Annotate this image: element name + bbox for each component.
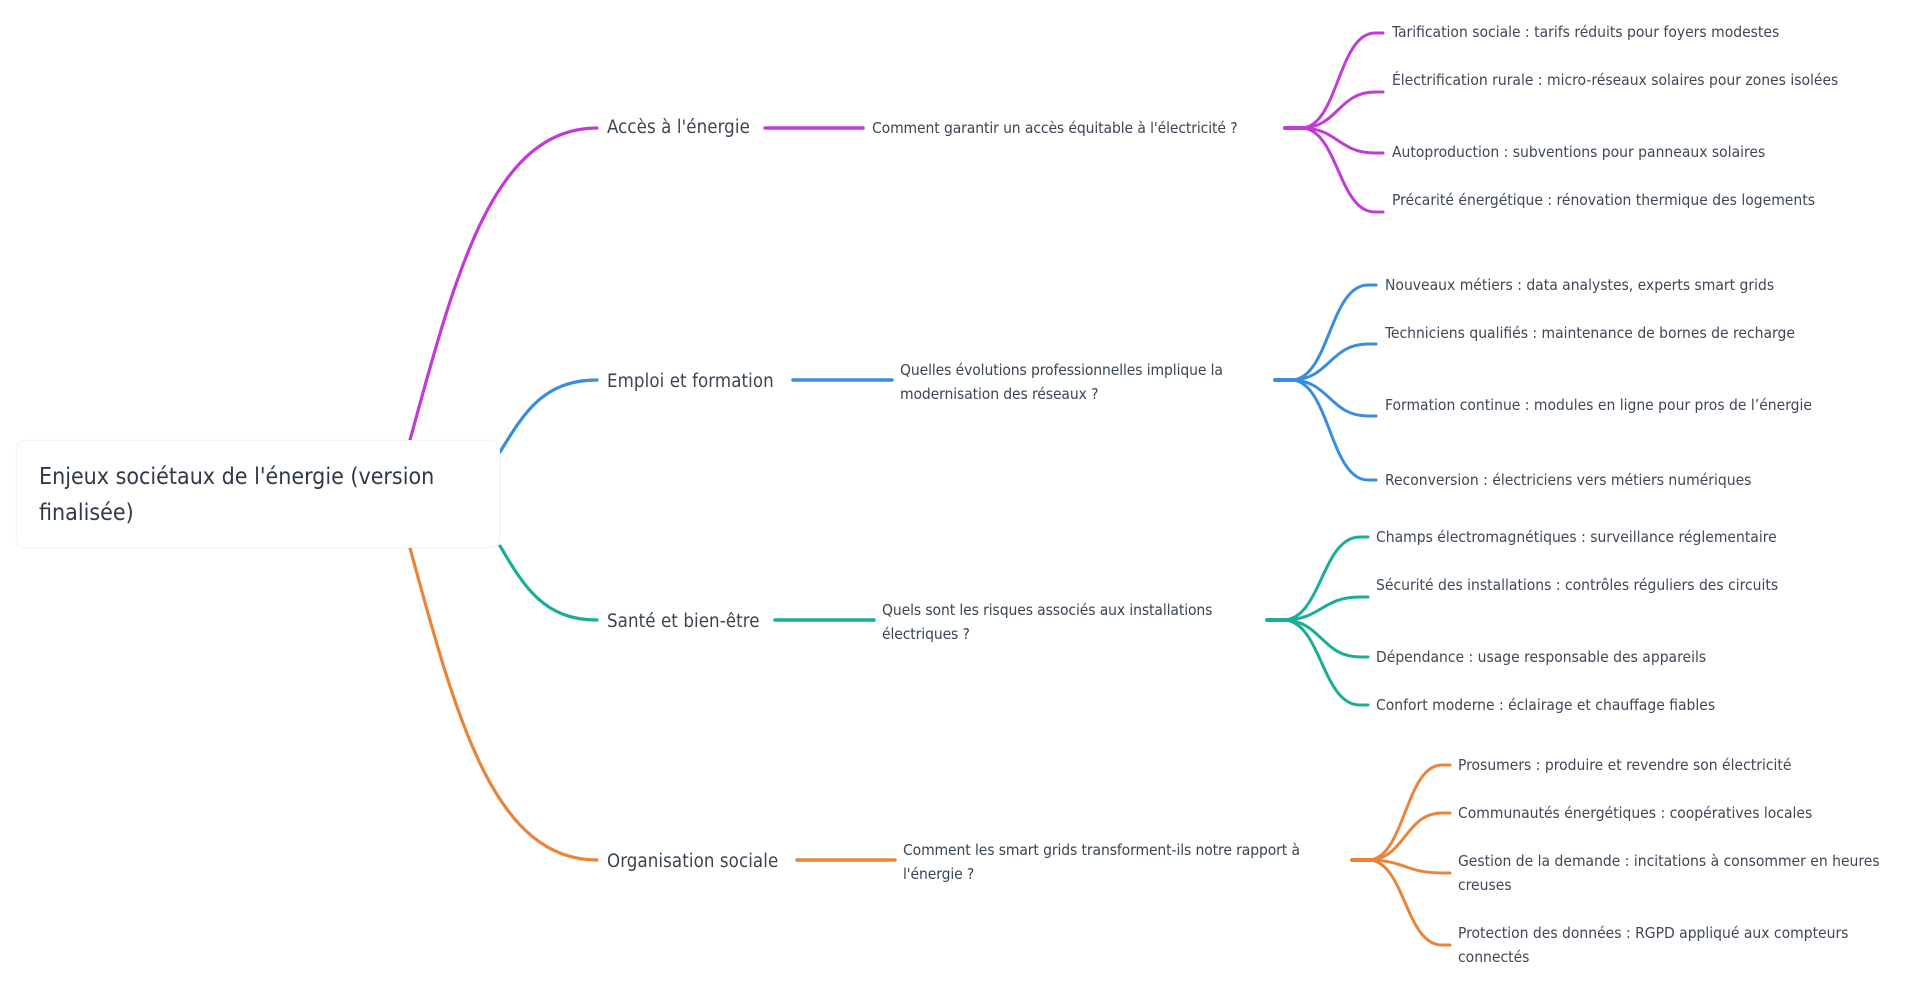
leaf-gestion-demande[interactable]: Gestion de la demande : incitations à co… [1458,852,1880,894]
connector-root-to-branch [498,544,599,622]
connector-question-to-leaf [1289,378,1378,418]
connector-question-to-leaf [1366,811,1452,862]
leaf-dependance[interactable]: Dépendance : usage responsable des appar… [1376,648,1707,666]
connector-root-to-branch [408,546,599,862]
connector-question-to-leaf [1289,342,1378,382]
connector-question-to-leaf [1366,858,1452,947]
leaf-protection-donnees[interactable]: Protection des données : RGPD appliqué a… [1458,924,1849,966]
connector-question-to-leaf [1366,763,1452,862]
connector-root-to-branch [498,378,599,454]
leaf-prosumers[interactable]: Prosumers : produire et revendre son éle… [1458,756,1792,774]
branch-sante-bien-etre[interactable]: Santé et bien-être [607,611,760,632]
leaf-confort-moderne[interactable]: Confort moderne : éclairage et chauffage… [1376,696,1716,714]
root-topic[interactable]: Enjeux sociétaux de l'énergie (version f… [16,440,500,548]
leaf-tarification-sociale[interactable]: Tarification sociale : tarifs réduits po… [1392,23,1780,41]
connector-question-to-leaf [1289,378,1378,482]
branch-acces-energie[interactable]: Accès à l'énergie [607,117,750,138]
connector-question-to-leaf [1281,535,1370,622]
question-sante-bien-etre[interactable]: Quels sont les risques associés aux inst… [882,601,1213,643]
connector-question-to-leaf [1366,858,1452,875]
branch-emploi-formation[interactable]: Emploi et formation [607,371,774,392]
leaf-communautes-energetiques[interactable]: Communautés énergétiques : coopératives … [1458,804,1813,822]
connector-question-to-leaf [1299,126,1385,214]
leaf-formation-continue[interactable]: Formation continue : modules en ligne po… [1385,396,1812,414]
leaf-precarite-energetique[interactable]: Précarité énergétique : rénovation therm… [1392,191,1815,209]
leaf-electrification-rurale[interactable]: Électrification rurale : micro-réseaux s… [1392,71,1839,89]
connector-question-to-leaf [1299,126,1385,155]
connector-question-to-leaf [1281,595,1370,622]
question-organisation-sociale[interactable]: Comment les smart grids transforment-ils… [903,841,1300,883]
question-emploi-formation[interactable]: Quelles évolutions professionnelles impl… [900,361,1223,403]
connector-question-to-leaf [1281,618,1370,707]
branch-organisation-sociale[interactable]: Organisation sociale [607,851,779,872]
connector-question-to-leaf [1281,618,1370,659]
leaf-reconversion[interactable]: Reconversion : électriciens vers métiers… [1385,471,1752,489]
leaf-champs-electromagnetiques[interactable]: Champs électromagnétiques : surveillance… [1376,528,1777,546]
leaf-nouveaux-metiers[interactable]: Nouveaux métiers : data analystes, exper… [1385,276,1775,294]
leaf-autoproduction[interactable]: Autoproduction : subventions pour pannea… [1392,143,1766,161]
root-title-line1: Enjeux sociétaux de l'énergie (version [39,464,435,490]
question-acces-energie[interactable]: Comment garantir un accès équitable à l'… [872,119,1238,137]
connector-question-to-leaf [1299,31,1385,130]
root-title-line2: finalisée) [39,500,134,526]
connector-question-to-leaf [1299,90,1385,130]
leaf-techniciens-qualifies[interactable]: Techniciens qualifiés : maintenance de b… [1385,324,1795,342]
connector-question-to-leaf [1289,283,1378,382]
leaf-securite-installations[interactable]: Sécurité des installations : contrôles r… [1376,576,1779,594]
connector-root-to-branch [408,126,599,442]
